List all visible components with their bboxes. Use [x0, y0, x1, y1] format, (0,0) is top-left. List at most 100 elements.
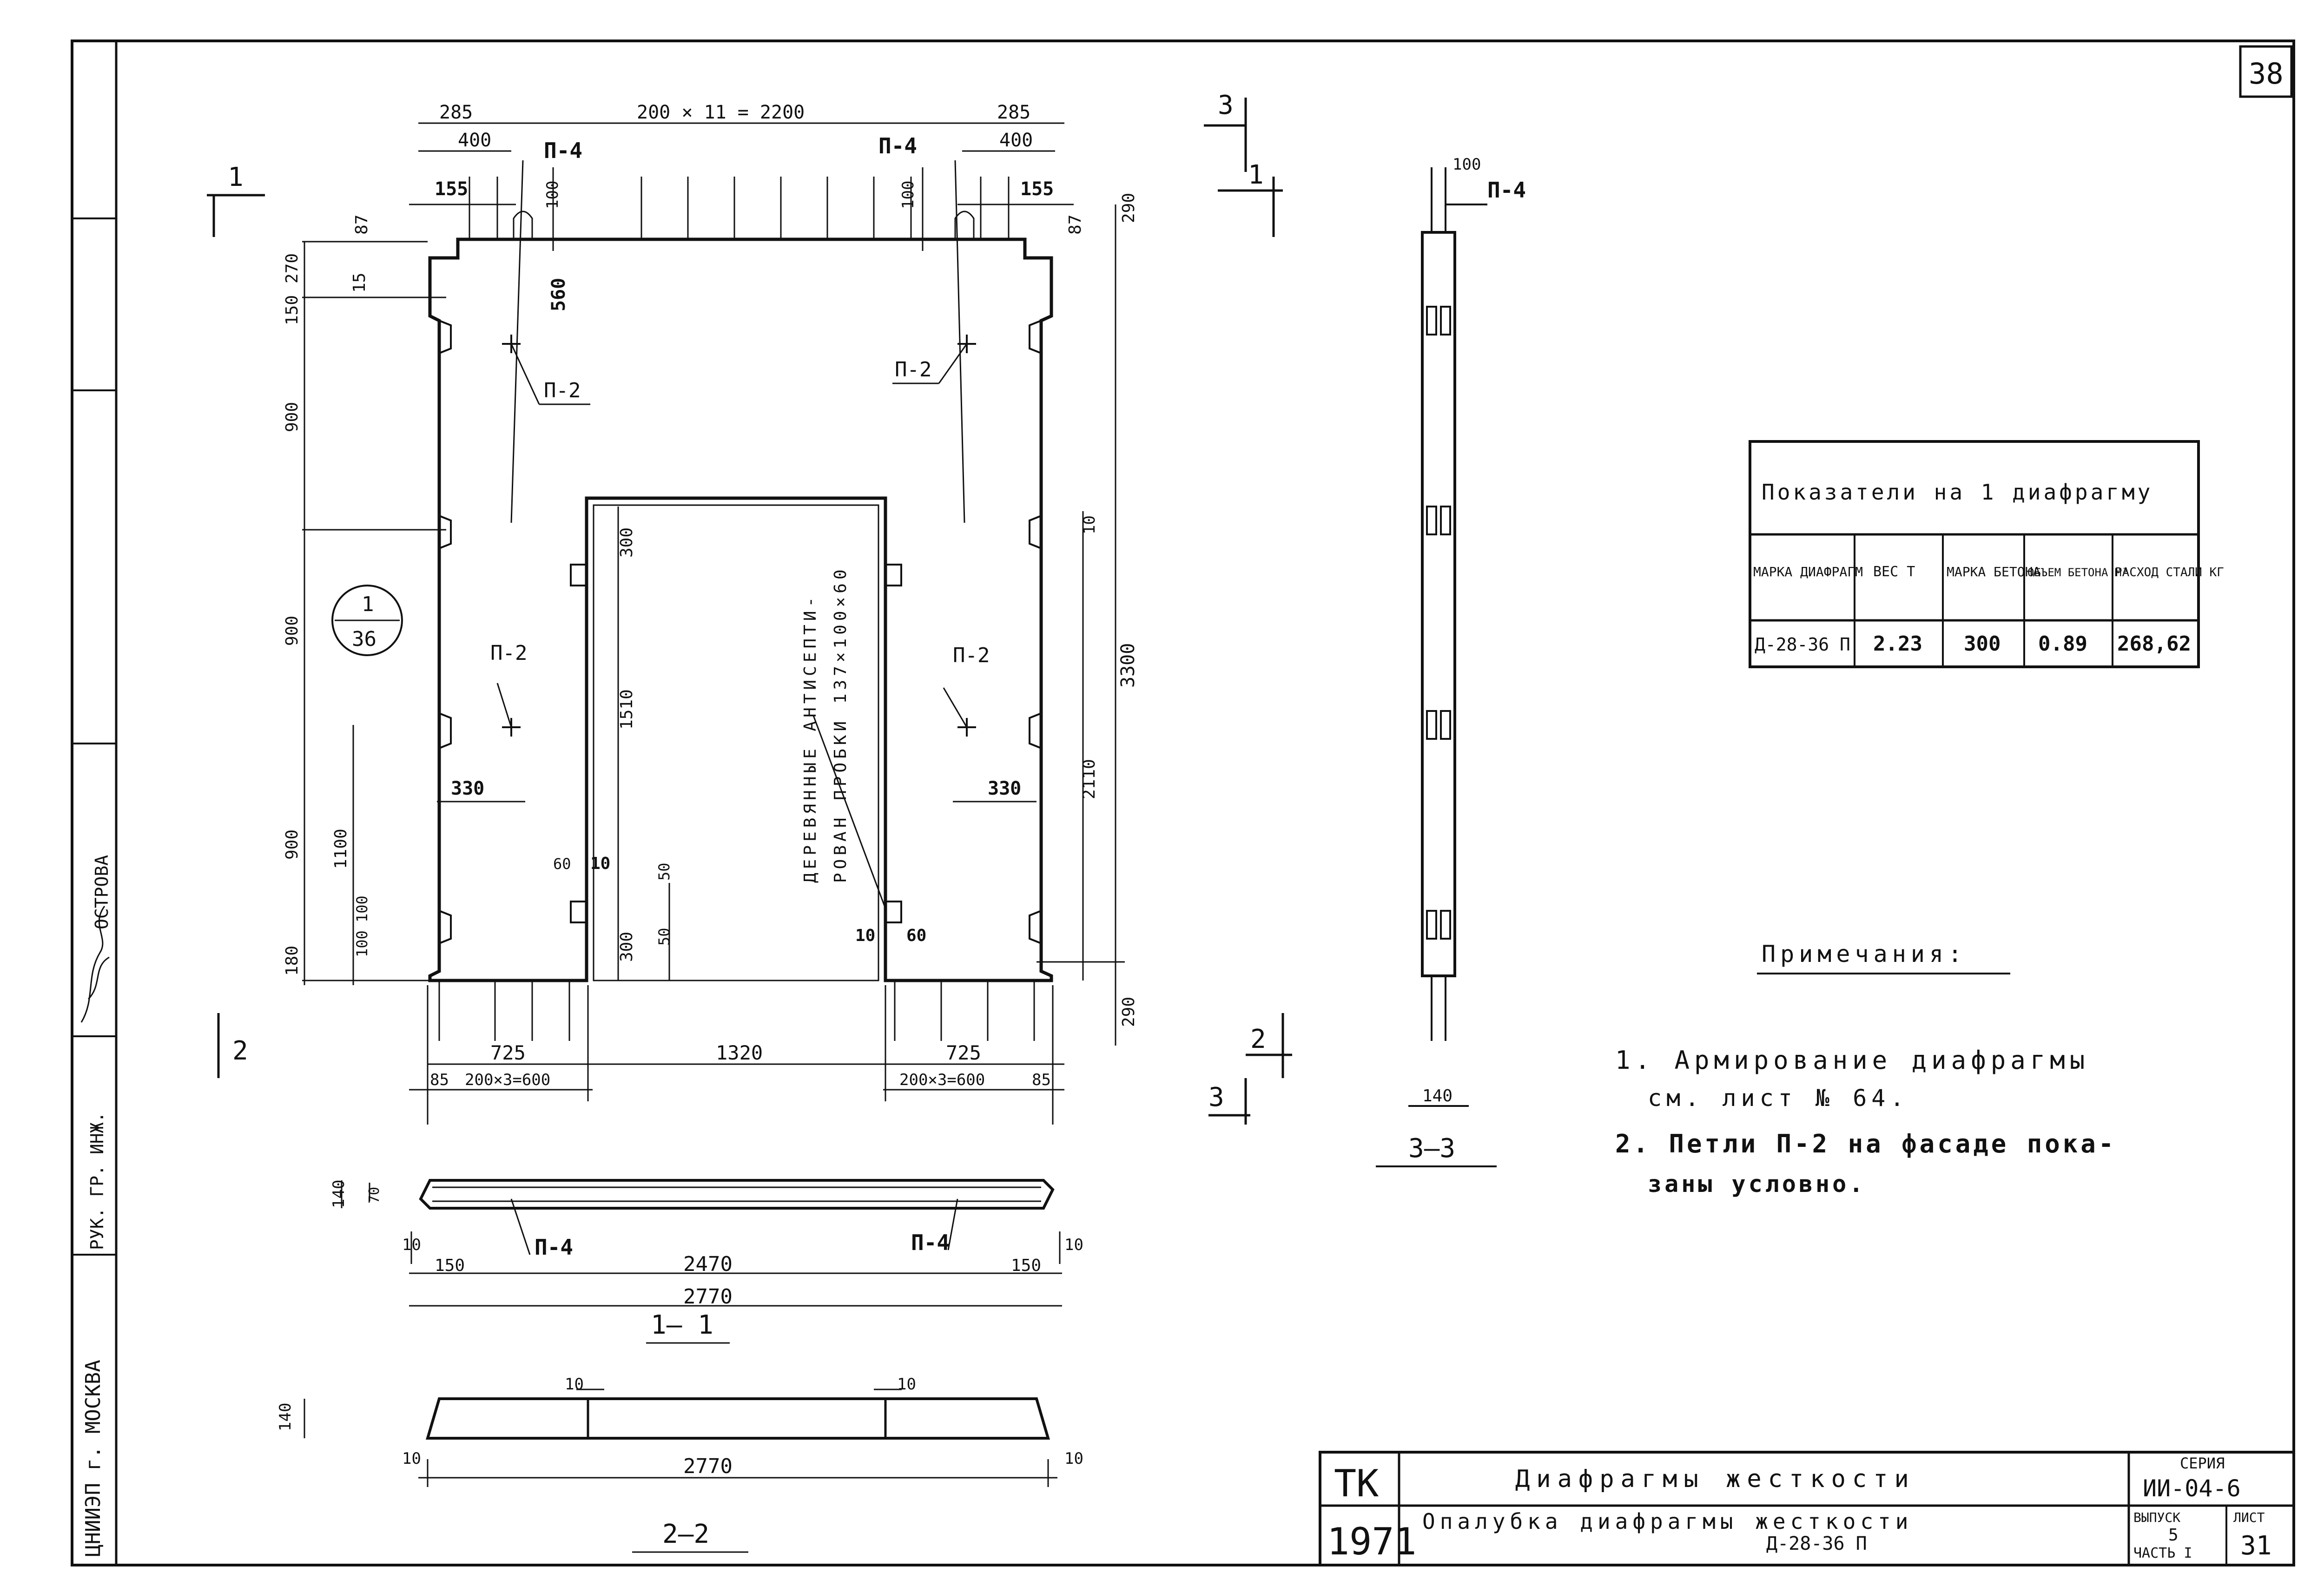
dim-1320: 1320	[716, 1041, 763, 1064]
dim-900-a: 900	[283, 402, 302, 432]
dim-150: 150	[283, 295, 302, 325]
side-stamp: ЦНИИЭП г. МОСКВА РУК. ГР. ИНЖ. ОСТРОВА	[72, 217, 116, 1557]
table-header-volume: ОБЪЕМ БЕТОНА М³	[2027, 566, 2128, 579]
dim-top-spacing: 200 × 11 = 2200	[637, 102, 805, 123]
dim-560: 560	[548, 278, 569, 311]
side-stamp-role2: ОСТРОВА	[92, 855, 112, 929]
tb-issue-label: ВЫПУСК	[2133, 1510, 2180, 1525]
sec22-dim-10-left: 10	[402, 1449, 421, 1468]
label-p4-left: П-4	[544, 138, 582, 163]
dim-87-left: 87	[352, 215, 371, 235]
dim-top-285-right: 285	[997, 102, 1030, 123]
tb-part-label: ЧАСТЬ I	[2133, 1545, 2192, 1561]
dim-spacing-left: 200×3=600	[465, 1071, 550, 1089]
dim-60-right: 60	[906, 926, 926, 945]
sec11-title: 1– 1	[651, 1310, 713, 1340]
label-p2-top-right: П-2	[895, 358, 931, 382]
table-header-weight: ВЕС Т	[1873, 564, 1915, 580]
shear-keys	[439, 320, 1042, 944]
dim-1510: 1510	[617, 689, 636, 730]
dim-top-285-left: 285	[439, 102, 473, 123]
dim-50-a: 50	[655, 862, 673, 881]
cut2-right-label: 2	[1250, 1024, 1266, 1054]
note1-line1: 1. Армирование диафрагмы	[1615, 1046, 2089, 1075]
sec22-dim-10-right: 10	[1064, 1449, 1083, 1468]
label-p2-top-left: П-2	[544, 379, 581, 402]
dim-60-left: 60	[553, 855, 571, 873]
tb-series-value: ИИ-04-6	[2143, 1475, 2241, 1502]
page-number-box	[2239, 45, 2293, 98]
sec22-title: 2–2	[662, 1519, 709, 1549]
side-stamp-role1: РУК. ГР. ИНЖ.	[87, 1112, 107, 1250]
dim-330-left: 330	[451, 778, 484, 799]
sec11-dim-2470: 2470	[683, 1252, 733, 1276]
dim-3300: 3300	[1117, 643, 1139, 688]
wooden-plugs-note-line1: ДЕРЕВЯННЫЕ АНТИСЕПТИ-	[801, 593, 820, 883]
dim-1100: 1100	[331, 829, 350, 869]
dim-290-bottom: 290	[1119, 997, 1138, 1027]
wooden-plugs	[570, 564, 902, 923]
bottom-outlets	[438, 981, 1035, 1041]
node-callout-bottom: 36	[352, 627, 376, 651]
dim-725-left: 725	[490, 1041, 526, 1064]
dim-900-b: 900	[283, 616, 302, 646]
outer-frame	[71, 39, 2295, 1566]
cut-marks	[207, 98, 1292, 1125]
note2-line2: заны условно.	[1648, 1171, 1866, 1198]
dim-loop-100-right: 100	[899, 181, 918, 209]
dim-300-top: 300	[617, 527, 636, 558]
dim-900-c: 900	[283, 829, 302, 860]
dim-10-right: 10	[1080, 515, 1099, 534]
sec11-label-p4-right: П-4	[911, 1230, 950, 1255]
dim-270: 270	[283, 253, 302, 283]
dim-top-155-right: 155	[1020, 178, 1054, 200]
dim-2110: 2110	[1080, 759, 1099, 799]
top-outlets	[469, 177, 1010, 239]
elevation-view: 1 36 285 200 × 11 = 2200 285 400 400 155…	[283, 102, 1139, 1125]
wooden-plugs-note-line2: РОВАН ПРОБКИ 137×100×60	[831, 566, 850, 883]
cut2-left-label: 2	[232, 1036, 248, 1066]
dim-100-b: 100	[353, 930, 371, 957]
tb-title-main: Диафрагмы жесткости	[1515, 1465, 1915, 1493]
sec11-dim-140: 140	[330, 1180, 348, 1208]
table-header-steel: РАСХОД СТАЛИ КГ	[2115, 566, 2224, 579]
dim-300-bottom: 300	[617, 932, 636, 962]
sec33-title: 3–3	[1408, 1133, 1455, 1164]
page-number: 38	[2249, 57, 2284, 91]
sec22-dim-140: 140	[276, 1403, 295, 1431]
signature	[80, 906, 110, 1023]
dim-10-open-right: 10	[855, 926, 875, 945]
sec22-dim-2770: 2770	[683, 1454, 733, 1478]
table-cell-weight: 2.23	[1873, 632, 1922, 656]
dim-50-b: 50	[655, 928, 673, 946]
indicators-table: Показатели на 1 диафрагму МАРКА ДИАФРАГМ…	[1749, 440, 2224, 668]
label-p2-mid-left: П-2	[490, 641, 527, 665]
tb-year: 1971	[1327, 1520, 1417, 1563]
cut3-bottom-label: 3	[1208, 1082, 1224, 1112]
dim-290-top: 290	[1119, 193, 1138, 223]
sec11-dim-2770: 2770	[683, 1285, 733, 1309]
sec11-dim-10-right: 10	[1064, 1236, 1083, 1254]
section-1-1: 140 70 10 10 150 150 2470 2770 П-4 П-4 1…	[330, 1179, 1083, 1344]
tb-tk: ТК	[1334, 1462, 1379, 1505]
elevation-dimensions	[302, 122, 1125, 1125]
diaphragm-outline	[428, 237, 1053, 982]
table-title: Показатели на 1 диафрагму	[1762, 480, 2153, 505]
dim-loop-100-left: 100	[543, 181, 562, 209]
note2-line1: 2. Петли П-2 на фасаде пока-	[1615, 1129, 2116, 1158]
tb-issue-value: 5	[2168, 1526, 2179, 1545]
label-p4-right: П-4	[878, 133, 917, 158]
dim-top-400-left: 400	[458, 130, 491, 151]
section-2-2: 140 10 10 10 10 2770 2–2	[276, 1375, 1083, 1553]
dim-330-right: 330	[988, 778, 1021, 799]
table-cell-brand: Д-28-36 П	[1755, 634, 1850, 655]
dim-85-left: 85	[430, 1071, 449, 1089]
side-stamp-org: ЦНИИЭП г. МОСКВА	[81, 1360, 105, 1557]
sec33-dim-140: 140	[1422, 1086, 1452, 1106]
notes: Примечания: 1. Армирование диафрагмы см.…	[1615, 941, 2116, 1198]
sec11-dim-10-left: 10	[402, 1236, 421, 1254]
leaders	[496, 160, 968, 909]
sec33-label-p4: П-4	[1487, 178, 1526, 203]
table-header-concrete: МАРКА БЕТОНА	[1947, 564, 2040, 579]
